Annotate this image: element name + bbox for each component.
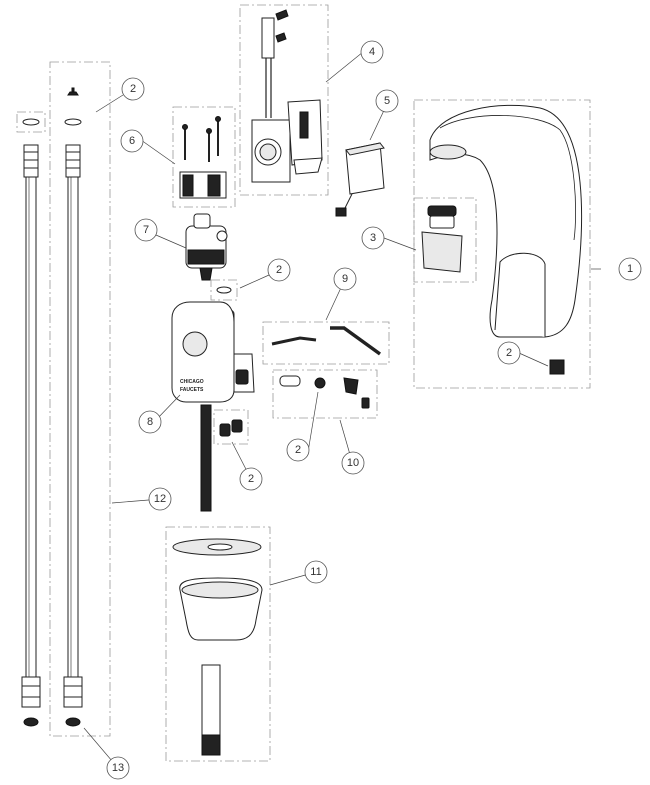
cable-clip bbox=[275, 9, 289, 21]
box-washer-2 bbox=[210, 279, 238, 301]
spout-screw bbox=[549, 359, 565, 375]
fitting-check-valve bbox=[343, 377, 359, 395]
part-8-faucet-body: CHICAGO FAUCETS bbox=[171, 286, 255, 512]
cable-connector bbox=[261, 17, 275, 59]
box-part-9 bbox=[262, 321, 390, 365]
svg-text:1: 1 bbox=[627, 263, 633, 275]
tool-wand bbox=[271, 336, 317, 346]
box-part-6 bbox=[172, 106, 236, 208]
callout-2b: 2 bbox=[267, 258, 291, 282]
aerator-top bbox=[427, 205, 457, 217]
box-part-10 bbox=[272, 369, 378, 419]
box-screws-2 bbox=[213, 409, 249, 445]
part-11-mounting bbox=[172, 538, 263, 756]
body-screw-left bbox=[219, 423, 231, 437]
washer-mid bbox=[216, 286, 232, 294]
svg-text:13: 13 bbox=[112, 762, 124, 774]
callout-3: 3 bbox=[361, 226, 385, 250]
svg-text:2: 2 bbox=[248, 473, 254, 485]
callout-7: 7 bbox=[134, 218, 158, 242]
svg-text:2: 2 bbox=[276, 264, 282, 276]
box-left-washer bbox=[16, 111, 46, 133]
part-7-valve bbox=[185, 213, 228, 281]
svg-text:6: 6 bbox=[129, 135, 135, 147]
svg-text:2: 2 bbox=[506, 347, 512, 359]
part-5-battery bbox=[335, 142, 385, 217]
hex-key bbox=[330, 326, 382, 356]
callout-8: 8 bbox=[138, 410, 162, 434]
callout-2c: 2 bbox=[497, 341, 521, 365]
part-3-aerator bbox=[421, 205, 463, 273]
svg-text:12: 12 bbox=[154, 493, 166, 505]
svg-text:7: 7 bbox=[143, 224, 149, 236]
hose-right-nut bbox=[63, 676, 83, 708]
svg-text:5: 5 bbox=[384, 95, 390, 107]
body-screw-right bbox=[231, 419, 243, 433]
washer-right-top bbox=[64, 118, 82, 126]
hose-right-top-fitting bbox=[65, 144, 81, 178]
body-bore bbox=[182, 331, 208, 357]
part-9-tools bbox=[271, 326, 382, 356]
callout-10: 10 bbox=[341, 451, 365, 475]
callout-4: 4 bbox=[360, 40, 384, 64]
callout-11: 11 bbox=[304, 560, 328, 584]
callout-1: 1 bbox=[618, 257, 642, 281]
battery-connector bbox=[335, 207, 347, 217]
box-part-11 bbox=[165, 526, 271, 762]
svg-text:2: 2 bbox=[295, 444, 301, 456]
part-6-clip-screws bbox=[179, 116, 227, 199]
callout-2a: 2 bbox=[121, 77, 145, 101]
washer-left-top bbox=[22, 118, 40, 126]
hose-left-nut bbox=[21, 676, 41, 708]
callout-5: 5 bbox=[375, 89, 399, 113]
body-stamp-line2: FAUCETS bbox=[180, 387, 204, 393]
svg-text:9: 9 bbox=[342, 273, 348, 285]
gasket-plate bbox=[421, 231, 463, 273]
callout-2d: 2 bbox=[286, 438, 310, 462]
part-10-fittings bbox=[279, 375, 370, 409]
body-stamp-line1: CHICAGO bbox=[180, 379, 204, 385]
part-4-module bbox=[251, 9, 323, 183]
svg-text:8: 8 bbox=[147, 416, 153, 428]
aerator-body bbox=[429, 215, 455, 229]
callout-12: 12 bbox=[148, 487, 172, 511]
svg-text:4: 4 bbox=[369, 46, 375, 58]
box-hoses bbox=[49, 61, 111, 737]
spout-opening bbox=[494, 252, 546, 337]
hose-left-tube bbox=[25, 176, 37, 678]
svg-text:11: 11 bbox=[310, 566, 321, 578]
screw-top bbox=[67, 87, 79, 96]
threaded-shank bbox=[200, 404, 212, 512]
part-1-spout bbox=[429, 104, 583, 375]
leader-lines bbox=[83, 51, 601, 769]
svg-text:10: 10 bbox=[347, 457, 359, 469]
callout-13: 13 bbox=[106, 756, 130, 780]
group-boxes bbox=[16, 4, 591, 762]
fitting-sleeve bbox=[279, 375, 301, 387]
box-part-4 bbox=[239, 4, 329, 196]
fitting-screw bbox=[361, 397, 370, 409]
callout-6: 6 bbox=[120, 129, 144, 153]
svg-text:2: 2 bbox=[130, 83, 136, 95]
svg-text:3: 3 bbox=[370, 232, 376, 244]
hose-left-washer bbox=[23, 717, 39, 727]
callout-9: 9 bbox=[333, 267, 357, 291]
hose-right-tube bbox=[67, 176, 79, 678]
callouts: 1 2 2 2 2 2 3 4 5 6 7 8 9 10 11 12 13 bbox=[106, 40, 642, 780]
hose-right-washer bbox=[65, 717, 81, 727]
callout-2e: 2 bbox=[239, 467, 263, 491]
supply-hoses bbox=[21, 87, 83, 727]
box-part-3 bbox=[413, 197, 477, 283]
hose-left-top-fitting bbox=[23, 144, 39, 178]
fitting-oring bbox=[314, 377, 326, 389]
